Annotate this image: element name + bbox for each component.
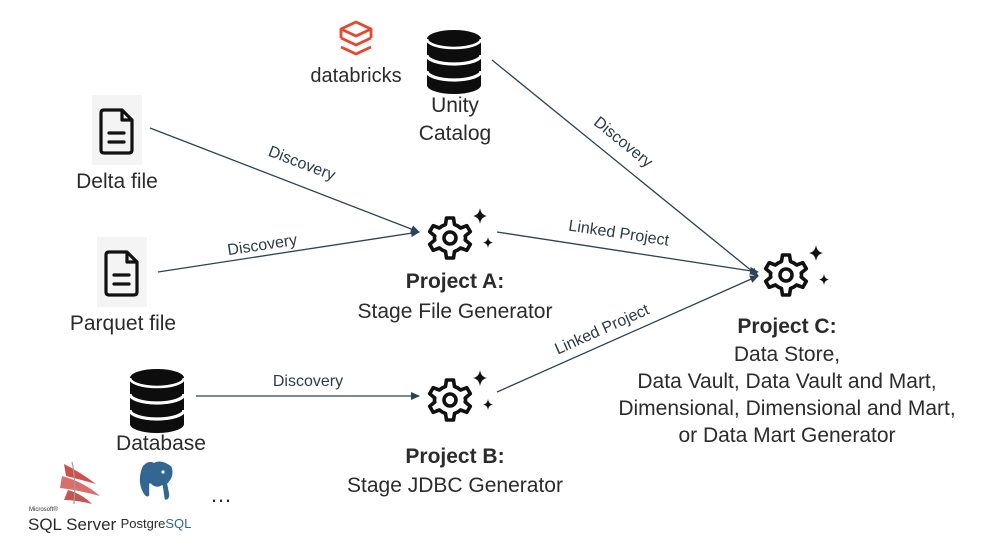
edge-label-unity-discovery: Discovery [590,114,655,171]
databricks-wordmark: databricks [310,65,401,87]
document-icon [95,235,149,309]
edge-parquet-to-project-a [157,229,420,273]
gear-sparkle-icon [427,368,495,422]
edge-label-delta-discovery: Discovery [266,143,338,184]
gear-sparkle-icon [763,243,831,297]
databricks-stack-icon [339,20,373,56]
database-icon [128,367,186,435]
sql-server-main-text: SQL Server [28,515,117,534]
postgresql-wordmark: PostgreSQL [121,516,192,531]
more-ellipsis: … [210,482,232,507]
database-icon [425,28,483,96]
project-a-description: Stage File Generator [358,300,553,323]
database-label: Database [116,432,206,455]
project-a-node: Project A: Stage File Generator [358,206,553,323]
sql-server-icon [60,461,100,505]
parquet-file-node: Parquet file [70,235,176,335]
sql-server-logo: Microsoft® SQL Server [28,461,117,534]
unity-catalog-label-line1: Unity [431,94,479,117]
gear-sparkle-icon [427,206,495,260]
document-icon [90,93,144,167]
edge-project-b-to-project-c [496,275,759,393]
databricks-logo: databricks [310,20,402,87]
project-b-title: Project B: [405,445,504,468]
edge-label-parquet-discovery: Discovery [226,232,298,259]
postgresql-suffix: SQL [165,516,191,531]
project-a-title: Project A: [406,270,504,293]
postgresql-prefix: Postgre [121,516,166,531]
project-c-node: Project C: Data Store, Data Vault, Data … [618,243,956,447]
postgresql-logo: PostgreSQL [121,459,192,531]
edge-unity-to-project-c [491,59,759,277]
delta-file-label: Delta file [76,170,158,193]
project-c-title: Project C: [737,315,836,338]
edge-delta-to-project-a [149,127,420,233]
unity-catalog-node: Unity Catalog [419,28,491,145]
database-node: Database [116,367,206,455]
edge-project-a-to-project-c [496,231,759,275]
sql-server-small-text: Microsoft® [29,506,58,513]
postgresql-elephant-icon [138,459,175,502]
project-c-description-line4: or Data Mart Generator [678,424,895,447]
parquet-file-label: Parquet file [70,312,176,335]
project-c-description-line2: Data Vault, Data Vault and Mart, [637,370,936,393]
project-c-description-line1: Data Store, [734,343,840,366]
edge-label-database-discovery: Discovery [273,373,343,390]
project-c-description-line3: Dimensional, Dimensional and Mart, [618,397,955,420]
delta-file-node: Delta file [76,93,158,193]
project-b-description: Stage JDBC Generator [347,474,563,497]
project-b-node: Project B: Stage JDBC Generator [347,368,563,497]
unity-catalog-label-line2: Catalog [419,122,491,145]
